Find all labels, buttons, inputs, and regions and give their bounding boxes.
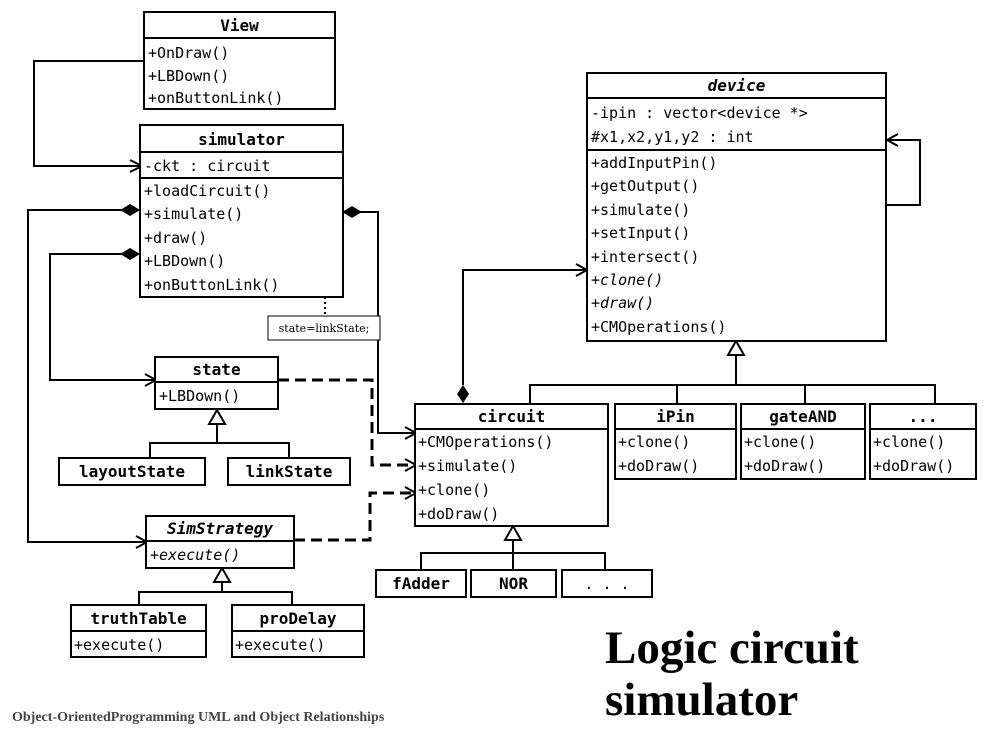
simulator-state-composition [49,253,155,381]
class-box-ipin [614,403,737,480]
device-member: +simulate() [591,201,690,219]
circuit-member: +simulate() [418,457,517,475]
simulator-member: +LBDown() [144,252,225,270]
generalization-triangle-icon [207,407,227,425]
device-member: +draw() [591,294,654,312]
gateand-member: +clone() [744,433,816,451]
gateand-member: +doDraw() [744,457,825,475]
simulator-member: +draw() [144,229,207,247]
simstrategy-member: +execute() [150,546,240,564]
class-name-layoutstate: layoutState [79,462,185,481]
class-box-more [869,403,977,480]
prodelay-member: +execute() [235,636,325,654]
view-simulator-association [33,60,144,167]
class-name-view: View [220,16,259,35]
view-member: +OnDraw() [148,44,229,62]
class-name-ipin: iPin [656,407,695,426]
state-member: +LBDown() [159,387,240,405]
device-member: +getOutput() [591,177,699,195]
state-generalization-tree [149,442,290,458]
class-name-simstrategy: SimStrategy [167,519,273,538]
connectors [27,60,936,605]
circuit-member: +clone() [418,481,490,499]
class-name-simulator: simulator [198,130,285,149]
composition-diamond-icon [120,248,140,260]
simulator-simstrategy-composition [27,209,146,543]
view-member: +LBDown() [148,67,229,85]
composition-diamond-icon [457,385,469,403]
simulator-member: +onButtonLink() [144,276,279,294]
simulator-member: +loadCircuit() [144,182,270,200]
class-box-fadder [375,569,467,598]
note-box [267,315,381,341]
device-member: +setInput() [591,224,690,242]
class-box-device [586,72,887,342]
ipin-member: +doDraw() [618,457,699,475]
class-name-gateand: gateAND [769,407,836,426]
class-name-circuit: circuit [478,407,545,426]
class-name-fadder: fAdder [392,574,450,593]
circuit-member: +CMOperations() [418,433,553,451]
generalization-triangle-icon [726,338,746,356]
class-name-linkstate: linkState [246,462,333,481]
class-box-gateand [740,403,866,480]
class-name-prodelay: proDelay [259,609,336,628]
simstrategy-generalization-tree [138,591,293,605]
class-name-truthtable: truthTable [90,609,186,628]
class-box-nor [470,569,557,598]
slide-title-line2: simulator [605,674,799,726]
more-member: +doDraw() [873,457,954,475]
simulator-attribute: -ckt : circuit [144,157,270,175]
note-text: state=linkState; [279,322,370,335]
connector-ends [120,133,899,583]
view-member: +onButtonLink() [148,89,283,107]
device-member: +intersect() [591,248,699,266]
device-attribute: -ipin : vector<device *> [591,104,808,122]
truthtable-member: +execute() [74,636,164,654]
composition-diamond-icon [120,204,140,216]
state-circuit-dependency [278,378,415,467]
class-name-more: ... [909,407,938,426]
ipin-member: +clone() [618,433,690,451]
class-name-state: state [192,360,240,379]
device-attribute: #x1,x2,y1,y2 : int [591,128,754,146]
device-self-association [886,139,921,206]
generalization-triangle-icon [212,565,232,583]
class-box-circuit [414,403,609,527]
device-member: +clone() [591,271,663,289]
device-member: +CMOperations() [591,318,726,336]
more-member: +clone() [873,433,945,451]
composition-diamond-icon [342,206,362,218]
class-box-linkstate [227,457,351,486]
class-box-view [143,11,336,110]
class-name-device: device [708,76,766,95]
generalization-triangle-icon [503,523,523,541]
circuit-member: +doDraw() [418,505,499,523]
class-name-nor: NOR [499,574,528,593]
class-box-moresub [561,569,653,598]
simulator-member: +simulate() [144,205,243,223]
slide-footer: Object-OrientedProgramming UML and Objec… [12,710,385,725]
device-member: +addInputPin() [591,154,717,172]
device-generalization-tree [529,384,936,404]
circuit-device-composition [462,269,586,385]
slide-title-line1: Logic circuit [605,622,859,674]
class-name-moresub: . . . [584,575,629,593]
simstrategy-circuit-dependency [294,491,415,542]
class-box-layoutstate [58,457,206,486]
slide-title: Logic circuit simulator [605,622,1000,726]
class-box-simulator [139,124,344,298]
